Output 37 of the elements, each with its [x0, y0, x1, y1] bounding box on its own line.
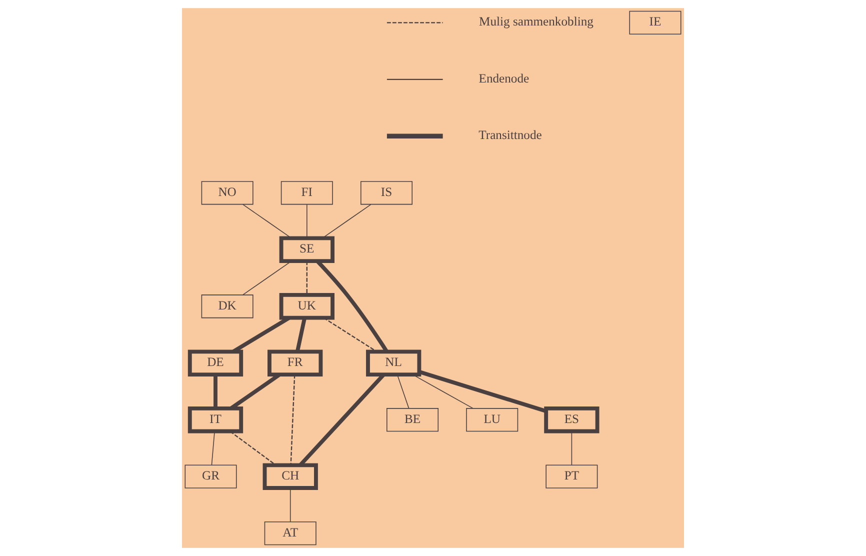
node-box: GR: [184, 464, 237, 488]
node-box: CH: [262, 463, 318, 490]
connector: [418, 370, 547, 413]
node-box: NL: [366, 350, 422, 377]
node-box: IT: [188, 406, 244, 434]
connector: [306, 204, 308, 238]
node-box: SE: [279, 236, 334, 264]
connector: [230, 431, 276, 466]
node-box: UK: [279, 292, 334, 320]
connector: [571, 431, 572, 466]
node-box: DK: [201, 294, 254, 318]
connector: [306, 261, 308, 295]
connector: [211, 431, 215, 466]
node-box: LU: [466, 408, 518, 432]
node-box: AT: [264, 522, 316, 546]
node-box: PT: [546, 464, 598, 488]
connector: [242, 204, 292, 239]
node-box: BE: [386, 408, 439, 432]
connector: [290, 488, 291, 522]
connector: [322, 204, 372, 239]
legend-label: Mulig sammenkobling: [479, 14, 594, 29]
legend-label: Endenode: [478, 71, 530, 86]
node-box: NO: [201, 181, 254, 205]
connector: [316, 260, 388, 353]
connector: [290, 374, 296, 465]
node-box: IS: [360, 181, 412, 205]
node-box: FI: [280, 181, 333, 205]
connector: [296, 318, 306, 352]
legend-label: Transittnode: [478, 128, 542, 142]
node-box: FR: [268, 350, 323, 377]
node-box: DE: [188, 350, 244, 377]
connector: [412, 374, 474, 409]
connector: [242, 260, 292, 296]
node-box: ES: [544, 406, 600, 434]
node-box: IE: [629, 10, 682, 34]
connector: [214, 374, 218, 408]
connector: [396, 374, 410, 409]
